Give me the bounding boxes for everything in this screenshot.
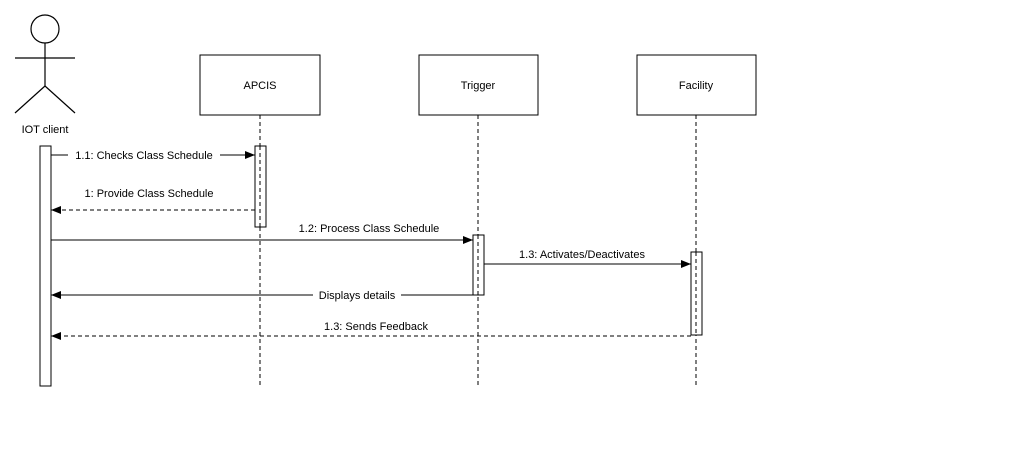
activation-bar-iot-client bbox=[39, 145, 52, 387]
activation-bar-apcis bbox=[254, 145, 267, 228]
message-displays-details[interactable]: Displays details bbox=[51, 288, 473, 302]
message-label: 1.3: Sends Feedback bbox=[324, 321, 428, 333]
message-process-class-schedule[interactable]: 1.2: Process Class Schedule bbox=[51, 223, 473, 244]
participant-box-trigger bbox=[418, 54, 539, 116]
participant-trigger[interactable]: Trigger bbox=[418, 54, 539, 116]
participant-label-apcis: APCIS bbox=[243, 80, 276, 92]
participant-label-facility: Facility bbox=[679, 80, 714, 92]
message-label: 1.1: Checks Class Schedule bbox=[75, 150, 213, 162]
participant-apcis[interactable]: APCIS bbox=[199, 54, 321, 116]
message-provide-class-schedule[interactable]: 1: Provide Class Schedule bbox=[51, 188, 255, 214]
stick-figure-actor-icon bbox=[14, 14, 76, 114]
participant-facility[interactable]: Facility bbox=[636, 54, 757, 116]
message-activates-deactivates[interactable]: 1.3: Activates/Deactivates bbox=[484, 249, 691, 268]
participant-box-apcis bbox=[199, 54, 321, 116]
actor-iot-client[interactable]: IOT client bbox=[14, 14, 76, 136]
message-label: 1.3: Activates/Deactivates bbox=[519, 249, 645, 261]
participant-label-trigger: Trigger bbox=[461, 80, 496, 92]
message-sends-feedback[interactable]: 1.3: Sends Feedback bbox=[51, 321, 691, 340]
participant-box-facility bbox=[636, 54, 757, 116]
message-label: 1: Provide Class Schedule bbox=[84, 188, 213, 200]
message-label: 1.2: Process Class Schedule bbox=[299, 223, 440, 235]
actor-label: IOT client bbox=[22, 124, 69, 136]
message-checks-class-schedule[interactable]: 1.1: Checks Class Schedule bbox=[51, 148, 255, 162]
message-label: Displays details bbox=[319, 290, 396, 302]
